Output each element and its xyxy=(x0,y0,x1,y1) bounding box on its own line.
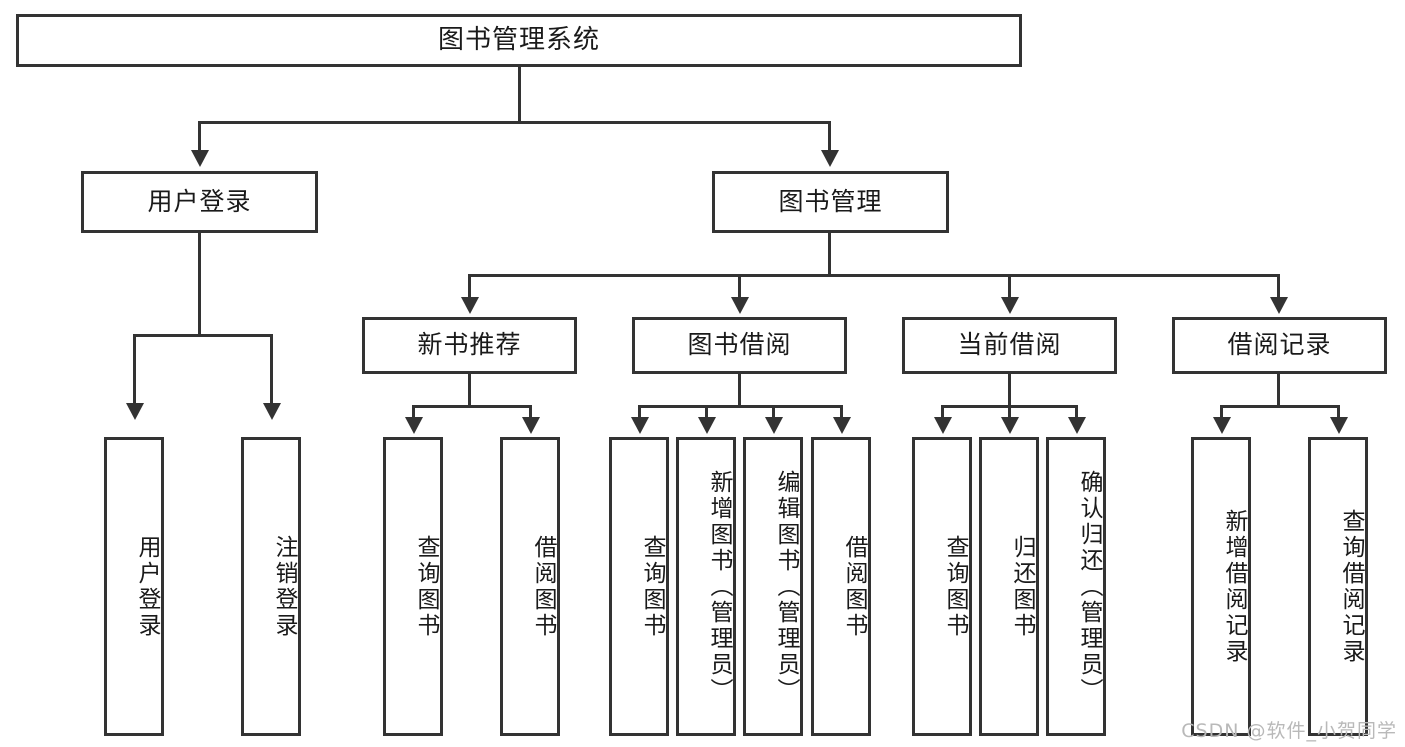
connector-level3-bus xyxy=(468,274,1280,277)
csdn-watermark: CSDN @软件_小贺同学 xyxy=(1181,720,1397,742)
leaf-query-book-3[interactable]: 查询图书 xyxy=(912,437,972,736)
connector-borrow-record-bus xyxy=(1220,405,1340,408)
node-borrow-record[interactable]: 借阅记录 xyxy=(1172,317,1387,374)
connector-book-borrow-stem xyxy=(738,374,741,406)
leaf-borrow-book-1[interactable]: 借阅图书 xyxy=(500,437,560,736)
connector-drop-leaf-add-book xyxy=(705,405,708,419)
connector-drop-leaf-return-book xyxy=(1008,405,1011,419)
node-new-book-recommend[interactable]: 新书推荐 xyxy=(362,317,577,374)
connector-book-borrow-bus xyxy=(638,405,843,408)
leaf-borrow-book-2-label: 借阅图书 xyxy=(841,534,867,639)
connector-drop-leaf-query-book-3 xyxy=(941,405,944,419)
leaf-edit-book[interactable]: 编辑图书（管理员） xyxy=(743,437,803,736)
leaf-query-borrow-record[interactable]: 查询借阅记录 xyxy=(1308,437,1368,736)
arrowhead-new-book-rec-icon xyxy=(461,297,479,314)
connector-drop-login xyxy=(198,121,201,151)
leaf-add-borrow-record-label: 新增借阅记录 xyxy=(1221,508,1247,665)
leaf-logout[interactable]: 注销登录 xyxy=(241,437,301,736)
connector-current-borrow-stem xyxy=(1008,374,1011,406)
arrowhead-current-borrow-icon xyxy=(1001,297,1019,314)
connector-login-bus xyxy=(133,334,273,337)
connector-root-stem xyxy=(518,67,521,122)
arrowhead-leaf-query-book-3-icon xyxy=(934,417,952,434)
connector-drop-leaf-edit-book xyxy=(772,405,775,419)
node-book-management[interactable]: 图书管理 xyxy=(712,171,949,233)
leaf-user-login-label: 用户登录 xyxy=(134,534,160,639)
connector-drop-leaf-add-record xyxy=(1220,405,1223,419)
leaf-query-book-1-label: 查询图书 xyxy=(413,534,439,639)
arrowhead-leaf-logout-icon xyxy=(263,403,281,420)
connector-drop-current-borrow xyxy=(1008,274,1011,298)
leaf-logout-label: 注销登录 xyxy=(271,534,297,639)
node-user-login[interactable]: 用户登录 xyxy=(81,171,318,233)
leaf-confirm-return[interactable]: 确认归还（管理员） xyxy=(1046,437,1106,736)
arrowhead-leaf-query-book-1-icon xyxy=(405,417,423,434)
leaf-borrow-book-2[interactable]: 借阅图书 xyxy=(811,437,871,736)
connector-drop-leaf-borrow-book-1 xyxy=(529,405,532,419)
leaf-query-book-1[interactable]: 查询图书 xyxy=(383,437,443,736)
arrowhead-borrow-record-icon xyxy=(1270,297,1288,314)
connector-drop-leaf-confirm-return xyxy=(1075,405,1078,419)
leaf-query-book-2[interactable]: 查询图书 xyxy=(609,437,669,736)
leaf-return-book-label: 归还图书 xyxy=(1009,534,1035,639)
connector-drop-leaf-logout xyxy=(270,334,273,404)
leaf-add-book[interactable]: 新增图书（管理员） xyxy=(676,437,736,736)
arrowhead-leaf-user-login-icon xyxy=(126,403,144,420)
connector-level2-bus xyxy=(198,121,831,124)
leaf-confirm-return-label: 确认归还（管理员） xyxy=(1076,469,1102,704)
connector-new-book-rec-stem xyxy=(468,374,471,406)
connector-drop-leaf-query-book-1 xyxy=(412,405,415,419)
connector-drop-leaf-query-record xyxy=(1337,405,1340,419)
arrowhead-leaf-add-record-icon xyxy=(1213,417,1231,434)
arrowhead-leaf-confirm-return-icon xyxy=(1068,417,1086,434)
leaf-add-book-label: 新增图书（管理员） xyxy=(706,469,732,704)
arrowhead-leaf-query-record-icon xyxy=(1330,417,1348,434)
connector-drop-new-book-rec xyxy=(468,274,471,298)
leaf-query-borrow-record-label: 查询借阅记录 xyxy=(1338,508,1364,665)
arrowhead-leaf-return-book-icon xyxy=(1001,417,1019,434)
connector-login-stem xyxy=(198,233,201,335)
connector-drop-leaf-borrow-book-2 xyxy=(840,405,843,419)
arrowhead-leaf-add-book-icon xyxy=(698,417,716,434)
leaf-user-login[interactable]: 用户登录 xyxy=(104,437,164,736)
node-book-borrow[interactable]: 图书借阅 xyxy=(632,317,847,374)
leaf-edit-book-label: 编辑图书（管理员） xyxy=(773,469,799,704)
leaf-add-borrow-record[interactable]: 新增借阅记录 xyxy=(1191,437,1251,736)
connector-drop-leaf-query-book-2 xyxy=(638,405,641,419)
leaf-borrow-book-1-label: 借阅图书 xyxy=(530,534,556,639)
node-root[interactable]: 图书管理系统 xyxy=(16,14,1022,67)
leaf-return-book[interactable]: 归还图书 xyxy=(979,437,1039,736)
leaf-query-book-3-label: 查询图书 xyxy=(942,534,968,639)
connector-new-book-rec-bus xyxy=(412,405,532,408)
arrowhead-book-borrow-icon xyxy=(731,297,749,314)
arrowhead-leaf-borrow-book-2-icon xyxy=(833,417,851,434)
arrowhead-login-icon xyxy=(191,150,209,167)
connector-drop-book-mgmt xyxy=(828,121,831,151)
arrowhead-leaf-borrow-book-1-icon xyxy=(522,417,540,434)
connector-borrow-record-stem xyxy=(1277,374,1280,406)
connector-book-mgmt-stem xyxy=(828,233,831,275)
arrowhead-leaf-edit-book-icon xyxy=(765,417,783,434)
node-current-borrow[interactable]: 当前借阅 xyxy=(902,317,1117,374)
arrowhead-book-mgmt-icon xyxy=(821,150,839,167)
connector-drop-leaf-user-login xyxy=(133,334,136,404)
connector-drop-book-borrow xyxy=(738,274,741,298)
leaf-query-book-2-label: 查询图书 xyxy=(639,534,665,639)
arrowhead-leaf-query-book-2-icon xyxy=(631,417,649,434)
connector-drop-borrow-record xyxy=(1277,274,1280,298)
